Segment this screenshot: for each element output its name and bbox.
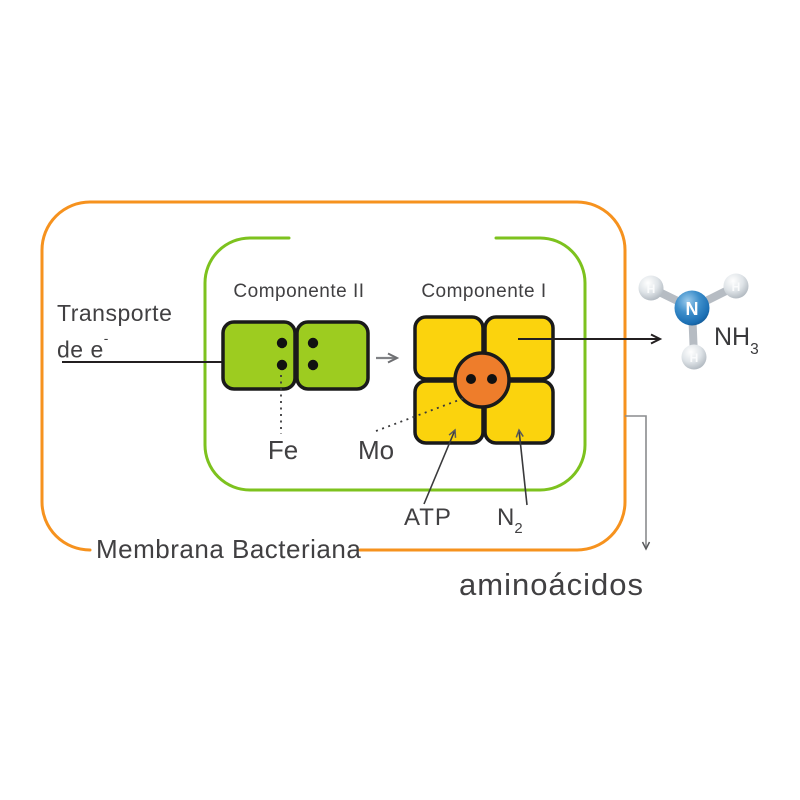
nh3-molecule: H H H N (638, 273, 749, 370)
nitrogen-atom (674, 290, 710, 326)
atp-label: ATP (404, 504, 452, 531)
electron-dot (307, 337, 319, 349)
membrane-label: Membrana Bacteriana (96, 534, 362, 564)
nh3-label: NH3 (714, 323, 759, 358)
n2-base: N (497, 504, 515, 531)
hydrogen-atom (638, 275, 664, 301)
electron-transport-line2: de e (57, 336, 104, 363)
electron-transport-line1: Transporte (57, 300, 173, 326)
mo-label: Mo (357, 435, 395, 465)
hydrogen-atom (681, 344, 707, 370)
electron-transport-label: Transporte de e- (57, 298, 172, 366)
n2-label: N2 (497, 504, 523, 538)
n2-pointer-arrow (515, 428, 528, 506)
hydrogen-atom-label: H (732, 280, 741, 294)
componente1-label: Componente I (421, 281, 547, 302)
hydrogen-atom-label: H (690, 351, 699, 365)
mo-cofactor-center (453, 351, 511, 409)
fe-label: Fe (267, 435, 299, 465)
n2-subscript: 2 (514, 521, 523, 538)
hydrogen-atom-label: H (647, 282, 656, 296)
electron-minus-superscript: - (103, 330, 109, 346)
fe-protein-right-subunit (295, 320, 370, 391)
electron-dot (276, 337, 288, 349)
aminoacids-arrow (625, 415, 651, 551)
nh3-base: NH (714, 323, 751, 351)
componente2-label: Componente II (233, 281, 365, 302)
aminoacids-label: aminoácidos (459, 567, 645, 602)
hydrogen-atom (723, 273, 749, 299)
atp-pointer-arrow (423, 428, 457, 505)
fe-protein-left-subunit (221, 320, 297, 391)
enzyme-outline (203, 236, 587, 492)
electron-dot (487, 374, 497, 384)
nh3-subscript: 3 (750, 340, 759, 358)
electron-dot (466, 374, 476, 384)
membrane-outline (40, 200, 627, 552)
nitrogen-atom-label: N (686, 299, 699, 319)
electron-dot (307, 359, 319, 371)
electron-dot (276, 359, 288, 371)
